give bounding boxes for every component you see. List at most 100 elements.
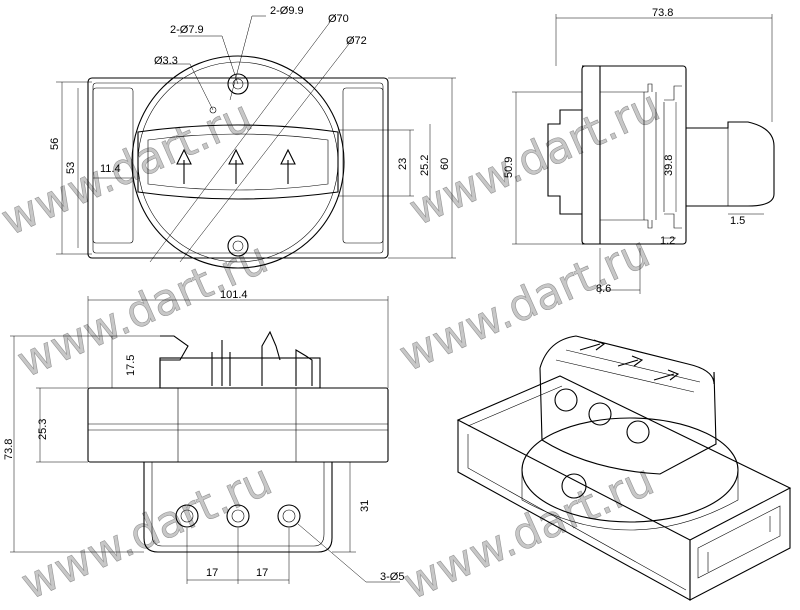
bottom-view — [10, 296, 400, 584]
dim-label-31: 31 — [359, 500, 371, 512]
side-view-labels: 73.8 50.9 39.8 1.5 1.2 8.6 — [503, 7, 745, 295]
arrow-icon — [653, 369, 680, 381]
front-left-tab — [92, 87, 134, 244]
side-panel — [600, 91, 665, 221]
iso-right-slot — [697, 505, 781, 579]
terminal-hole — [226, 504, 250, 528]
dim-label-39-8: 39.8 — [663, 155, 675, 176]
dim-label-8-6: 8.6 — [596, 283, 611, 295]
front-handle-inner — [147, 133, 329, 191]
bottom-body-divisions — [88, 388, 388, 462]
side-teeth — [644, 83, 682, 229]
terminal-hole — [282, 509, 296, 523]
front-bottom-hole — [227, 235, 249, 257]
dim-label-70: Ø70 — [328, 13, 349, 25]
iso-handle-top — [539, 335, 715, 385]
arrow-icon — [280, 148, 296, 184]
bottom-body — [87, 387, 389, 463]
dim-label-101-4: 101.4 — [220, 289, 248, 301]
leader-line — [160, 63, 214, 111]
arrow-icon — [579, 339, 606, 351]
arrow-icon — [228, 148, 244, 184]
dim-line-56 — [56, 81, 92, 255]
iso-base-inner — [467, 385, 687, 591]
dim-label-72: Ø72 — [346, 35, 367, 47]
iso-handle-face — [555, 349, 701, 393]
front-view-labels: 2-Ø7.9 2-Ø9.9 Ø70 Ø72 Ø3.3 56 53 11.4 23… — [49, 5, 451, 176]
dim-label-11-4: 11.4 — [100, 163, 121, 175]
dim-label-17b: 17 — [256, 567, 268, 579]
dim-label-73-8-bottom: 73.8 — [3, 439, 15, 460]
leader-line — [149, 21, 331, 263]
side-body — [581, 65, 687, 245]
leader-line — [229, 15, 266, 101]
front-handle — [137, 124, 339, 200]
bottom-terminals — [159, 330, 313, 386]
dim-label-23: 23 — [397, 158, 409, 170]
front-arrows — [176, 148, 296, 184]
iso-screw — [561, 473, 587, 499]
dim-label-17-5: 17.5 — [125, 355, 137, 376]
terminal-hole — [180, 509, 194, 523]
front-bottom-hole-inner — [232, 240, 244, 252]
iso-hole — [588, 402, 612, 426]
dim-label-25-2: 25.2 — [419, 155, 431, 176]
front-housing-outline — [87, 77, 389, 259]
watermark-text: www.dart.ru — [396, 454, 662, 610]
dim-line-31 — [332, 462, 356, 553]
dim-label-53: 53 — [65, 162, 77, 174]
dim-line-17 — [186, 528, 290, 584]
dim-label-1-5: 1.5 — [730, 215, 745, 227]
side-handle — [686, 121, 775, 207]
front-outer-circle — [131, 55, 345, 269]
front-view — [56, 15, 456, 269]
terminal-hole — [175, 504, 199, 528]
front-small-hole — [209, 106, 217, 114]
dim-line-60 — [388, 77, 456, 259]
leader-line — [179, 39, 353, 263]
dim-label-2x7-9: 2-Ø7.9 — [170, 24, 204, 36]
leader-line — [178, 35, 239, 85]
dim-label-25-3: 25.3 — [37, 419, 49, 440]
iso-hole — [626, 420, 650, 444]
terminal-hole — [231, 509, 245, 523]
watermarks: www.dart.ru www.dart.ru www.dart.ru www.… — [0, 80, 668, 610]
dim-label-2x9-9: 2-Ø9.9 — [270, 5, 304, 17]
front-right-tab — [342, 87, 384, 244]
front-top-hole — [227, 73, 249, 95]
side-clip — [547, 109, 582, 215]
dim-label-56: 56 — [49, 138, 61, 150]
front-top-hole-inner — [232, 78, 244, 90]
terminal-hole — [277, 504, 301, 528]
dim-label-50-9: 50.9 — [503, 157, 515, 178]
dim-label-1-2: 1.2 — [660, 235, 675, 247]
dim-label-60: 60 — [439, 158, 451, 170]
leader-line-3x5 — [297, 523, 400, 583]
bottom-view-labels: 101.4 17.5 25.3 73.8 31 17 17 3-Ø5 — [3, 289, 404, 583]
dim-line-50-9 — [512, 91, 582, 245]
dim-line-73-8-side — [555, 14, 773, 122]
dim-line-73-8-bottom — [10, 335, 144, 553]
dim-label-3-3: Ø3.3 — [154, 55, 178, 67]
arrow-icon — [617, 355, 644, 367]
dim-label-17a: 17 — [206, 567, 218, 579]
watermark-text: www.dart.ru — [14, 454, 280, 610]
arrow-icon — [176, 148, 192, 184]
dim-line-8-6 — [599, 248, 641, 294]
dim-line-23 — [338, 129, 414, 197]
iso-disc-edge — [521, 470, 739, 531]
dim-label-3x5: 3-Ø5 — [380, 571, 404, 583]
dim-line-101-4 — [87, 296, 389, 388]
dim-line-17-5 — [108, 335, 170, 388]
isometric-view — [456, 335, 792, 601]
dim-label-73-8-side: 73.8 — [652, 7, 673, 19]
iso-handle-front — [539, 367, 717, 475]
watermark-text: www.dart.ru — [10, 232, 276, 388]
side-view — [512, 14, 775, 294]
side-face — [582, 65, 601, 245]
watermark-text: www.dart.ru — [392, 226, 658, 382]
iso-base-right — [689, 488, 791, 601]
iso-hole — [554, 388, 578, 412]
dim-line-25-3 — [36, 387, 88, 463]
